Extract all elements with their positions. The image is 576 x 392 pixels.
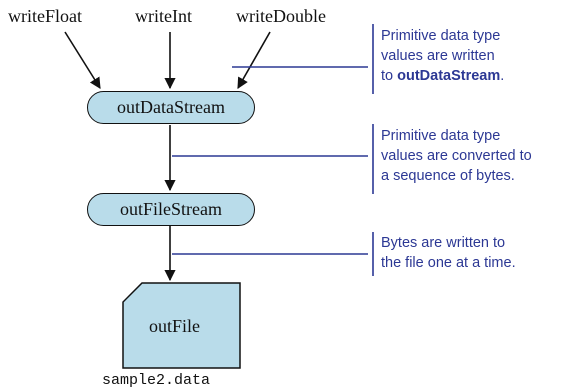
input-writeint: writeInt [135,6,192,26]
input-writefloat: writeFloat [8,6,82,26]
outfile-label: outFile [149,316,201,336]
outdatastream-box: outDataStream [87,91,255,124]
arrow-writefloat [64,31,101,89]
annotation-written: Primitive data type values are written t… [381,28,505,84]
file-name: sample2.data [102,372,211,389]
outfilestream-box: outFileStream [87,193,255,226]
annotation-bytes: Bytes are written to the file one at a t… [381,235,516,271]
annotation-converted: Primitive data type values are converted… [381,128,532,184]
input-writedouble: writeDouble [236,6,326,26]
arrow-writedouble [237,31,271,89]
file-icon [122,282,241,369]
